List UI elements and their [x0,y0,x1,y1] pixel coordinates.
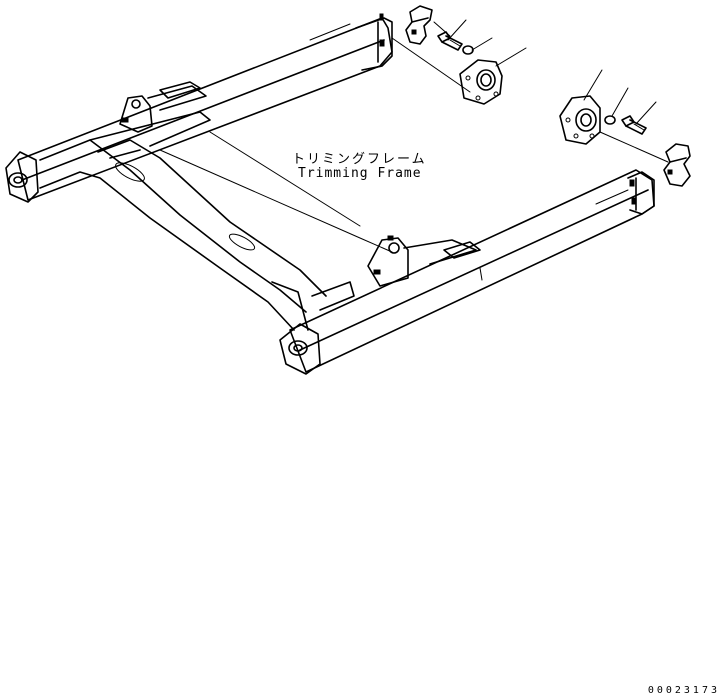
left-mount-bracket [119,81,207,133]
drawing-number: 00023173 [647,685,720,696]
upper-washer [462,45,474,55]
front-beam-end-eye [279,323,321,375]
right-flange [559,95,601,145]
upper-flange [459,59,503,105]
cross-beam [39,111,393,331]
right-mount-bracket [367,235,481,287]
leader-lines [391,19,669,163]
label-japanese: トリミングフレーム [292,152,427,167]
label-english: Trimming Frame [298,166,422,181]
right-bearing-cap [663,143,691,187]
front-beam [289,169,655,373]
right-bolt [621,115,647,135]
rear-beam [17,13,393,201]
rear-beam-end-eye [5,151,39,203]
upper-bolt [437,31,463,51]
upper-bearing-cap [405,5,433,45]
right-washer [604,115,616,125]
